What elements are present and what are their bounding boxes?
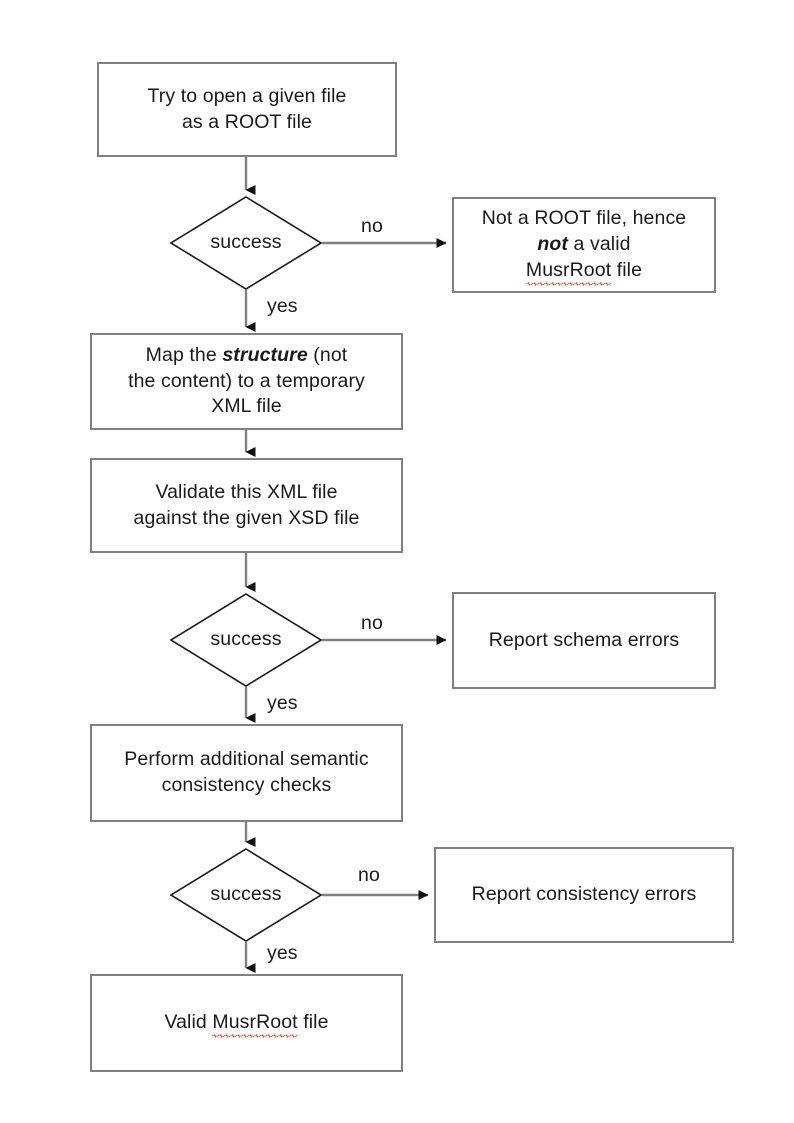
node-success-3: success xyxy=(170,848,322,942)
edge-label-no-3: no xyxy=(358,864,380,886)
node-open-file: Try to open a given file as a ROOT file xyxy=(97,62,397,157)
node-open-file-label: Try to open a given file as a ROOT file xyxy=(147,84,347,133)
node-success-1: success xyxy=(170,196,322,290)
node-semantic-checks: Perform additional semantic consistency … xyxy=(90,724,403,822)
edge-label-yes-2: yes xyxy=(267,692,298,714)
node-success-2: success xyxy=(170,593,322,687)
node-schema-errors: Report schema errors xyxy=(452,592,716,689)
node-valid-musrroot: Valid MusrRoot file xyxy=(90,974,403,1072)
node-semantic-checks-label: Perform additional semantic consistency … xyxy=(124,748,369,796)
edge-label-yes-1: yes xyxy=(267,295,298,317)
node-consistency-errors: Report consistency errors xyxy=(434,847,734,943)
diamond-shape xyxy=(170,196,322,290)
edge-label-no-2: no xyxy=(361,612,383,634)
node-valid-musrroot-label: Valid MusrRoot file xyxy=(154,1010,338,1038)
node-validate-xml: Validate this XML file against the given… xyxy=(90,458,403,553)
diamond-shape xyxy=(170,593,322,687)
node-success-3-label: success xyxy=(210,883,282,906)
node-consistency-errors-label: Report consistency errors xyxy=(471,883,697,906)
node-success-2-label: success xyxy=(210,628,282,651)
edge-label-no-1: no xyxy=(361,215,383,237)
node-validate-xml-label: Validate this XML file against the given… xyxy=(133,480,360,529)
diamond-shape xyxy=(170,848,322,942)
edge-label-yes-3: yes xyxy=(267,942,298,964)
node-schema-errors-label: Report schema errors xyxy=(488,628,680,651)
node-success-1-label: success xyxy=(210,231,282,254)
